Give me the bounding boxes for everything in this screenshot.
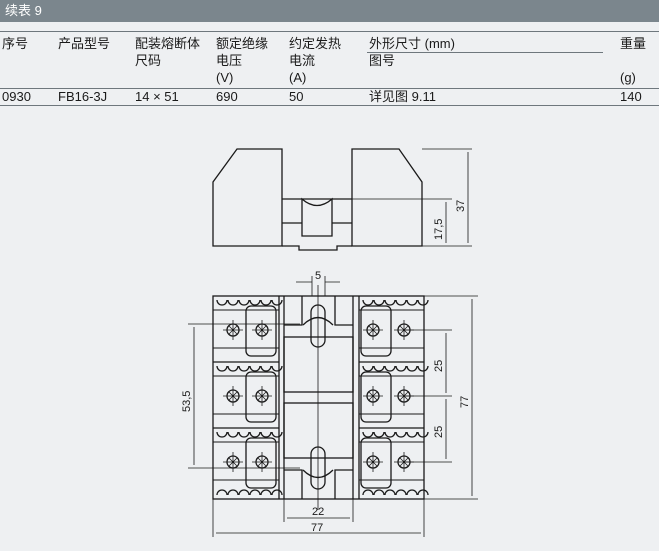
terminal-module-part: [252, 452, 272, 472]
terminal-module-part: [417, 365, 429, 372]
terminal-module-part: [252, 386, 272, 406]
column-header: 外形尺寸 (mm): [369, 36, 455, 51]
terminal-module-part: [260, 365, 272, 372]
terminal-module-part: [362, 489, 374, 496]
terminal-module-part: [360, 305, 392, 357]
terminal-module-part: [417, 299, 429, 306]
divider: [0, 31, 659, 32]
terminal-module-part: [395, 299, 407, 306]
terminal-module-part: [227, 299, 239, 306]
terminal-module-part: [363, 386, 383, 406]
table-cell: 14 × 51: [135, 89, 179, 104]
column-header: 额定绝缘: [216, 36, 269, 51]
terminal-module-part: [373, 431, 385, 438]
terminal-module-part: [238, 365, 250, 372]
terminal-module-part: [227, 431, 239, 438]
terminal-module-part: [249, 299, 261, 306]
terminal-module-part: [395, 489, 407, 496]
table-cell: 140: [620, 89, 642, 104]
terminal-module-part: [363, 320, 383, 340]
terminal-module-part: [362, 431, 374, 438]
terminal-module-part: [373, 365, 385, 372]
terminal-module-part: [238, 299, 250, 306]
terminal-module-part: [216, 489, 228, 496]
terminal-module-part: [362, 299, 374, 306]
terminal-module-part: [384, 431, 396, 438]
terminal-module-part: [417, 431, 429, 438]
dim-17-5: 17,5: [433, 219, 445, 240]
table-cell: 50: [289, 89, 304, 104]
terminal-module-part: [406, 489, 418, 496]
terminal-module-part: [227, 489, 239, 496]
terminal-module-part: [238, 431, 250, 438]
terminal-module-part: [271, 431, 283, 438]
terminal-module-part: [245, 437, 277, 489]
terminal-module-part: [406, 299, 418, 306]
terminal-module-part: [245, 305, 277, 357]
terminal-module-part: [384, 365, 396, 372]
terminal-module-part: [223, 452, 243, 472]
terminal-module-part: [252, 320, 272, 340]
dim-22: 22: [312, 506, 324, 518]
dim-25-upper: 25: [433, 360, 445, 372]
terminal-module-part: [216, 431, 228, 438]
column-header: 电流: [289, 53, 316, 68]
terminal-module-part: [271, 365, 283, 372]
terminal-module-part: [406, 431, 418, 438]
terminal-module-part: [249, 365, 261, 372]
divider: [0, 88, 659, 89]
dim-5: 5: [315, 270, 321, 282]
terminal-module-part: [384, 299, 396, 306]
column-header: 序号: [2, 36, 29, 51]
terminal-module-part: [260, 431, 272, 438]
terminal-module-part: [360, 371, 392, 423]
terminal-module-part: [216, 365, 228, 372]
terminal-module-part: [245, 371, 277, 423]
dim-37: 37: [455, 200, 467, 212]
dim-77-width: 77: [311, 522, 323, 534]
terminal-module-part: [223, 320, 243, 340]
divider: [0, 105, 659, 106]
terminal-module-part: [249, 431, 261, 438]
terminal-module-part: [223, 386, 243, 406]
terminal-module-part: [395, 431, 407, 438]
terminal-module-part: [271, 489, 283, 496]
table-cell: 0930: [2, 89, 31, 104]
terminal-module-part: [384, 489, 396, 496]
terminal-module-part: [373, 489, 385, 496]
terminal-module-part: [417, 489, 429, 496]
terminal-module-part: [406, 365, 418, 372]
terminal-module-part: [260, 489, 272, 496]
terminal-module-part: [238, 489, 250, 496]
terminal-module-part: [249, 489, 261, 496]
table-title-bar: 续表 9: [0, 0, 659, 22]
column-header: (g): [620, 70, 636, 85]
dim-53-5: 53,5: [181, 391, 193, 412]
column-header: 配装熔断体: [135, 36, 201, 51]
column-header: (A): [289, 70, 307, 85]
terminal-module-part: [360, 437, 392, 489]
table-cell: FB16-3J: [58, 89, 108, 104]
terminal-module-part: [227, 365, 239, 372]
column-header: 尺码: [135, 53, 162, 68]
terminal-module-part: [271, 299, 283, 306]
terminal-module-part: [260, 299, 272, 306]
terminal-module-part: [362, 365, 374, 372]
table-cell: 详见图 9.11: [369, 89, 436, 104]
terminal-module-part: [395, 365, 407, 372]
dim-77-height: 77: [459, 396, 471, 408]
divider: [367, 52, 603, 53]
terminal-module-part: [373, 299, 385, 306]
table-cell: 690: [216, 89, 238, 104]
column-header: 约定发热: [289, 36, 342, 51]
column-header: 电压: [216, 53, 243, 68]
dim-25-lower: 25: [433, 426, 445, 438]
terminal-module-part: [363, 452, 383, 472]
column-header: 重量: [620, 36, 647, 51]
column-header: (V): [216, 70, 234, 85]
terminal-module-part: [216, 299, 228, 306]
column-header: 图号: [369, 53, 396, 68]
column-header: 产品型号: [58, 36, 111, 51]
